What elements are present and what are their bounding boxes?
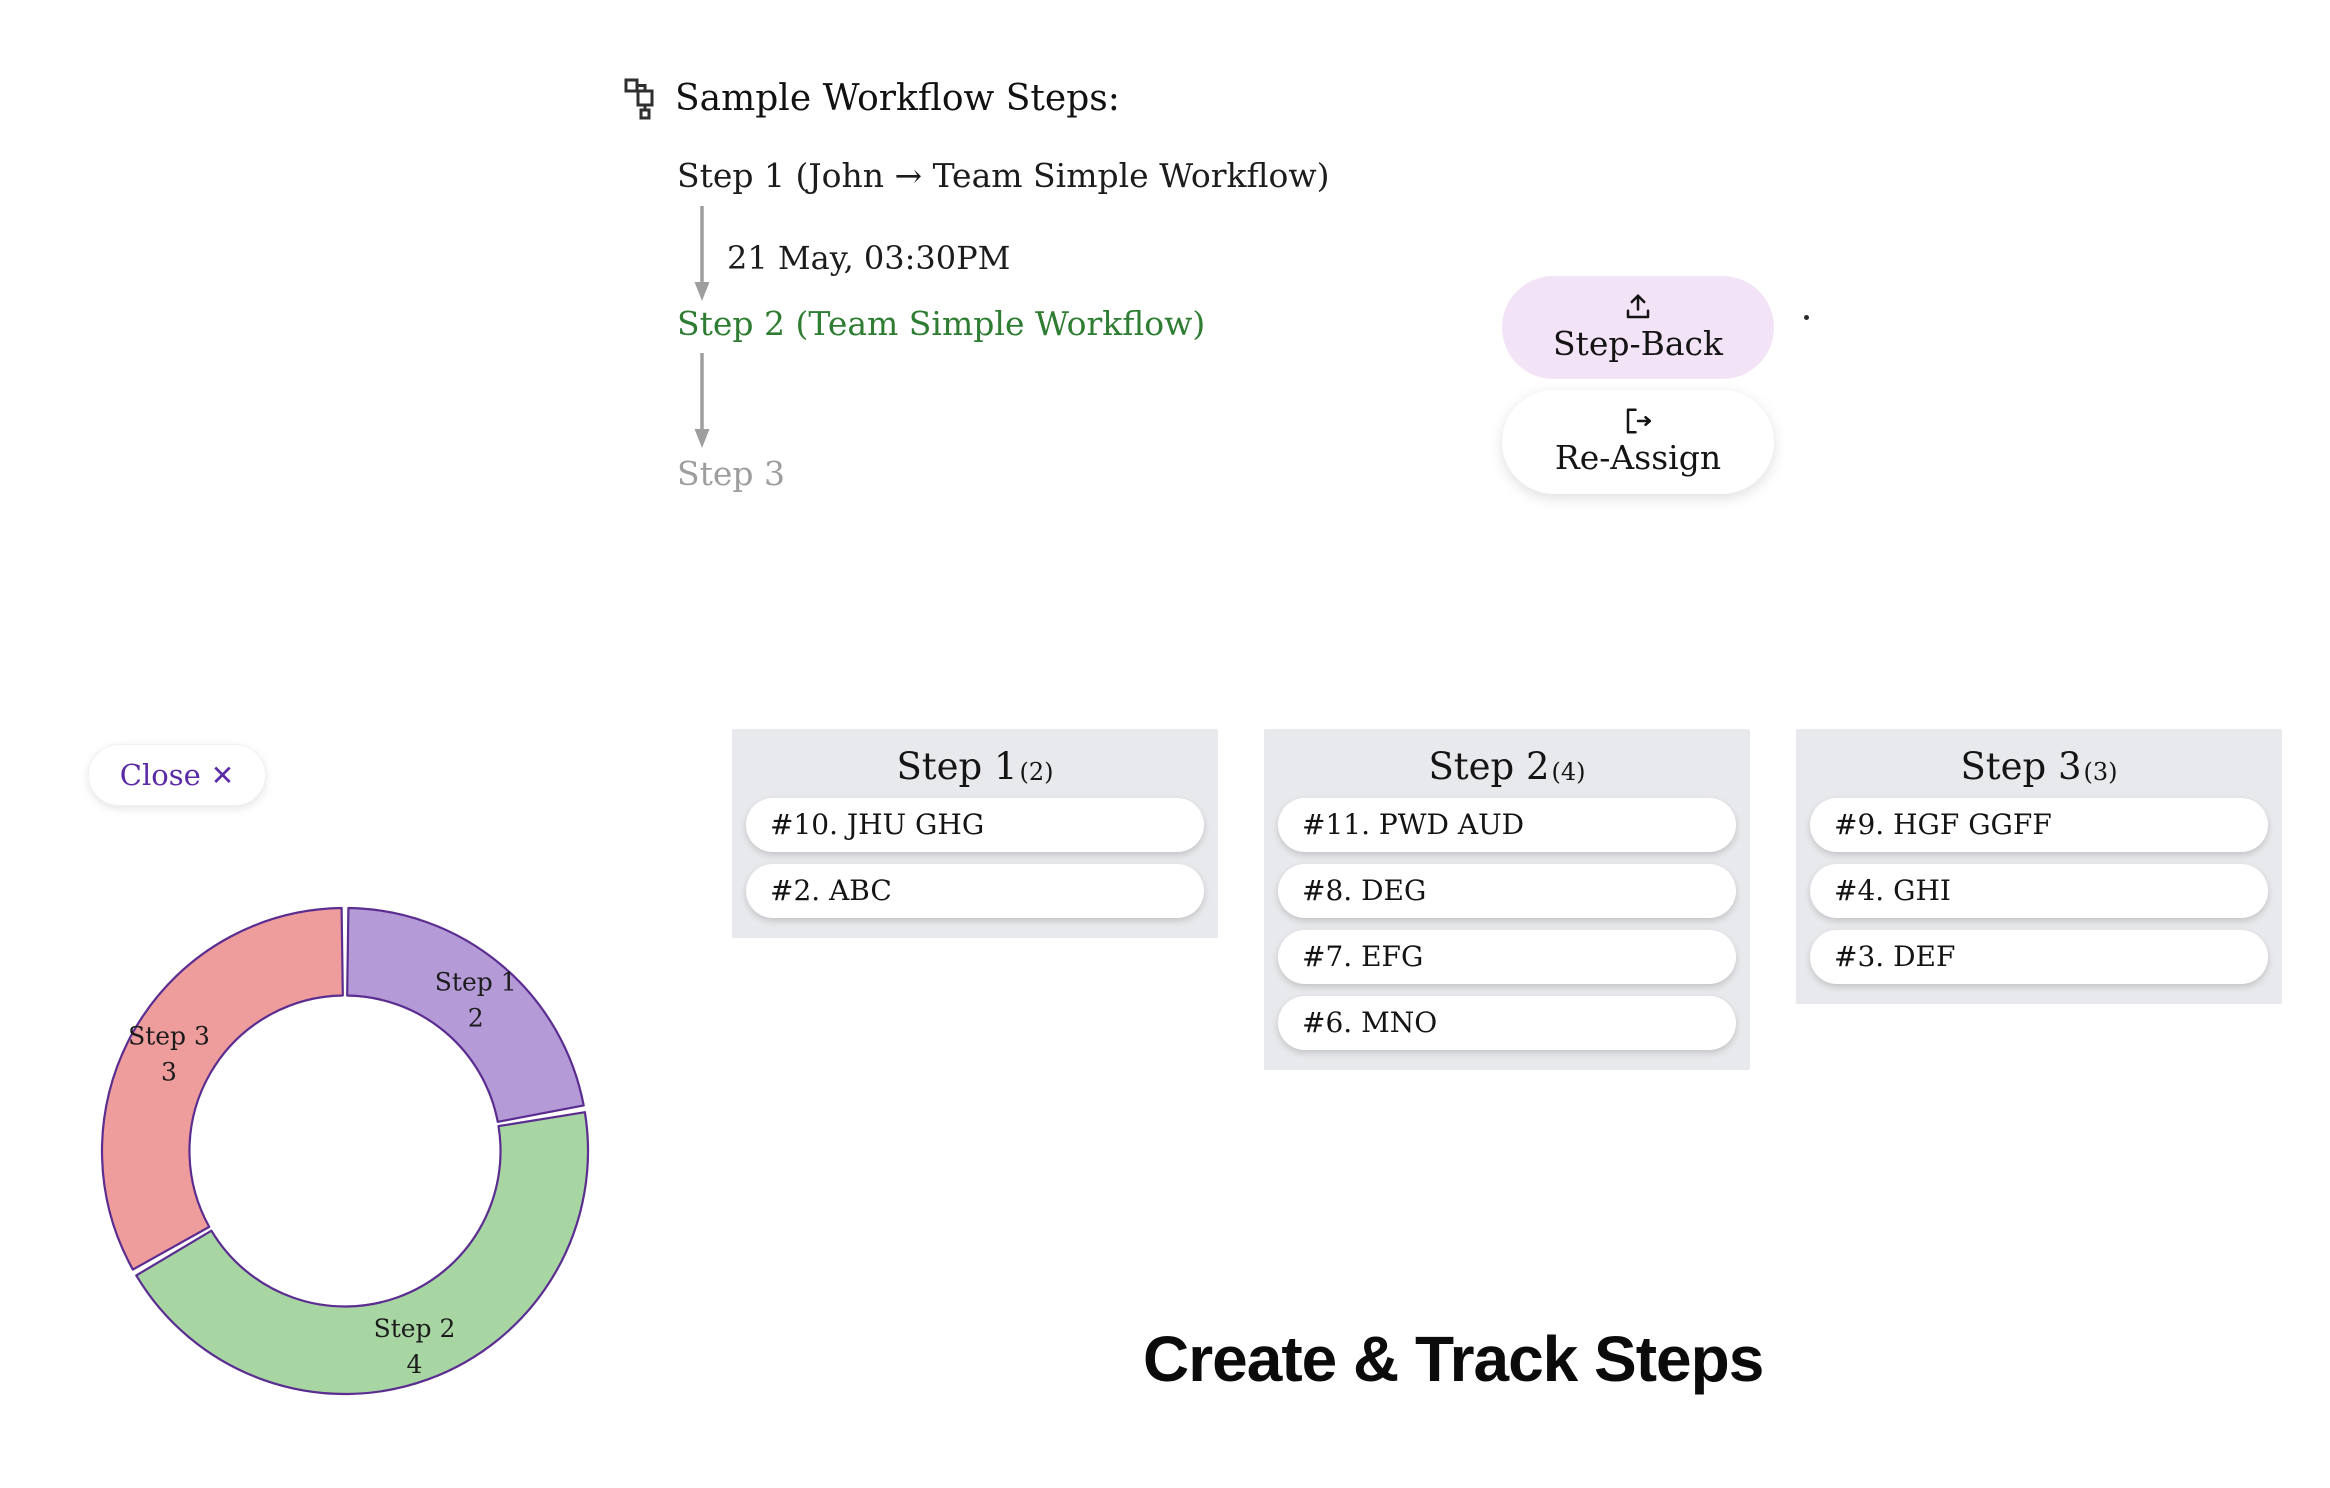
card-list: #9. HGF GGFF #4. GHI #3. DEF bbox=[1810, 798, 2268, 984]
donut-slice-2[interactable] bbox=[135, 1111, 590, 1396]
transition-timestamp: 21 May, 03:30PM bbox=[727, 239, 1011, 277]
card-list: #11. PWD AUD #8. DEG #7. EFG #6. MNO bbox=[1278, 798, 1736, 1050]
column-step-2: Step 2(4) #11. PWD AUD #8. DEG #7. EFG #6. … bbox=[1264, 729, 1750, 1070]
column-title: Step 1(2) bbox=[746, 739, 1204, 798]
arrow-down-icon bbox=[694, 353, 710, 448]
task-card[interactable]: #3. DEF bbox=[1810, 930, 2268, 984]
workflow-title: Sample Workflow Steps: bbox=[675, 77, 1120, 119]
close-button[interactable]: Close ✕ bbox=[88, 744, 266, 806]
column-title-text: Step 3 bbox=[1960, 745, 2082, 788]
column-title-text: Step 2 bbox=[1428, 745, 1550, 788]
column-count-badge: (2) bbox=[1019, 758, 1054, 786]
task-card[interactable]: #9. HGF GGFF bbox=[1810, 798, 2268, 852]
column-title-text: Step 1 bbox=[896, 745, 1018, 788]
donut-label: 4 bbox=[407, 1350, 423, 1379]
task-card[interactable]: #2. ABC bbox=[746, 864, 1204, 918]
re-assign-button[interactable]: Re-Assign bbox=[1502, 390, 1774, 494]
close-label: Close bbox=[119, 758, 201, 792]
task-card[interactable]: #8. DEG bbox=[1278, 864, 1736, 918]
donut-label: Step 2 bbox=[374, 1314, 456, 1343]
task-card[interactable]: #10. JHU GHG bbox=[746, 798, 1204, 852]
re-assign-label: Re-Assign bbox=[1554, 438, 1722, 477]
task-card[interactable]: #4. GHI bbox=[1810, 864, 2268, 918]
donut-label: 3 bbox=[161, 1057, 177, 1086]
step-back-label: Step-Back bbox=[1552, 323, 1724, 363]
stray-dot bbox=[1804, 315, 1809, 320]
column-step-3: Step 3(3) #9. HGF GGFF #4. GHI #3. DEF bbox=[1796, 729, 2282, 1004]
card-list: #10. JHU GHG #2. ABC bbox=[746, 798, 1204, 918]
upload-icon bbox=[1626, 294, 1650, 318]
logout-icon bbox=[1626, 408, 1652, 434]
page-title: Create & Track Steps bbox=[1143, 1323, 1764, 1395]
arrow-down-icon bbox=[694, 206, 710, 301]
task-card[interactable]: #11. PWD AUD bbox=[1278, 798, 1736, 852]
donut-label: Step 1 bbox=[435, 967, 517, 996]
close-icon: ✕ bbox=[210, 758, 235, 792]
workflow-step-1: Step 1 (John → Team Simple Workflow) bbox=[677, 156, 1330, 195]
workflow-icon bbox=[624, 78, 654, 120]
workflow-header: Sample Workflow Steps: bbox=[623, 76, 1120, 120]
donut-label: Step 3 bbox=[128, 1021, 210, 1050]
column-count-badge: (3) bbox=[2083, 758, 2118, 786]
task-card[interactable]: #7. EFG bbox=[1278, 930, 1736, 984]
column-title: Step 2(4) bbox=[1278, 739, 1736, 798]
donut-slice-3[interactable] bbox=[100, 906, 344, 1271]
column-count-badge: (4) bbox=[1551, 758, 1586, 786]
column-title: Step 3(3) bbox=[1810, 739, 2268, 798]
donut-label: 2 bbox=[468, 1003, 484, 1032]
step-back-button[interactable]: Step-Back bbox=[1502, 276, 1774, 379]
donut-slice-1[interactable] bbox=[346, 906, 585, 1123]
workflow-step-2: Step 2 (Team Simple Workflow) bbox=[677, 304, 1206, 343]
column-step-1: Step 1(2) #10. JHU GHG #2. ABC bbox=[732, 729, 1218, 938]
task-card[interactable]: #6. MNO bbox=[1278, 996, 1736, 1050]
workflow-step-3: Step 3 bbox=[677, 454, 786, 493]
